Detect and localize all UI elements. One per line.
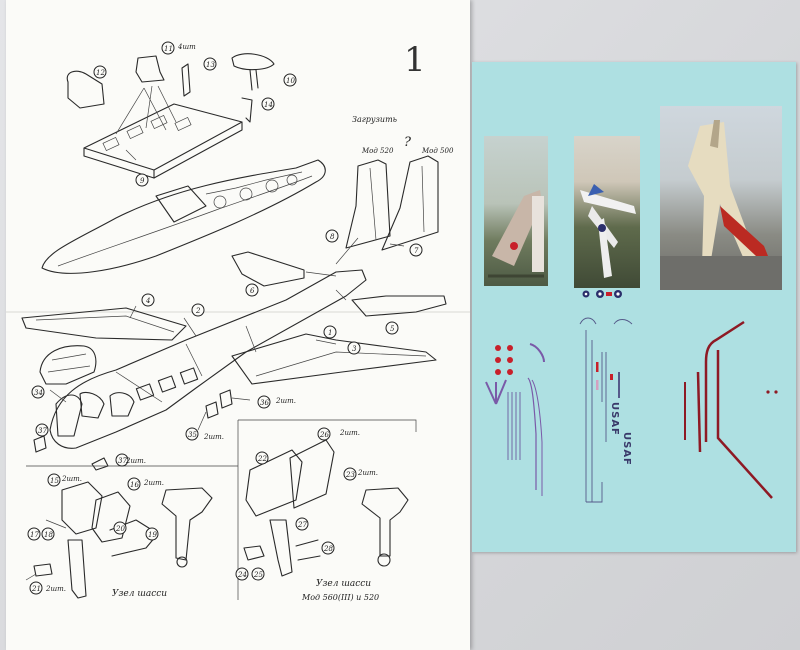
mod-520-note: Мод 520 — [362, 147, 394, 155]
svg-text:10: 10 — [286, 77, 295, 85]
svg-text:28: 28 — [323, 545, 333, 553]
svg-text:3: 3 — [352, 345, 357, 353]
svg-text:9: 9 — [140, 177, 145, 185]
svg-text:35: 35 — [188, 431, 197, 439]
svg-text:5: 5 — [390, 325, 395, 333]
cockpit-floor-drawing — [66, 53, 275, 179]
svg-text:1: 1 — [328, 329, 332, 337]
svg-text:23: 23 — [345, 471, 355, 479]
svg-text:18: 18 — [44, 531, 53, 539]
svg-text:19: 19 — [148, 531, 157, 539]
quantity-label-26: 2шт. — [340, 429, 360, 437]
assembly-drawing: 11 12 13 10 14 9 8 7 6 5 4 2 1 3 34 37 3… — [6, 41, 470, 600]
quantity-label-16: 2шт. — [144, 479, 164, 487]
quantity-label-36: 2шт. — [276, 397, 296, 405]
svg-text:12: 12 — [96, 69, 105, 77]
svg-text:20: 20 — [115, 525, 125, 533]
quantity-label-11: 4шт — [178, 43, 196, 51]
landing-gear-caption-2: Узел шасси — [316, 579, 372, 589]
mod-500-note: Мод 500 — [422, 147, 454, 155]
landing-gear-caption-3: Мод 560(III) и 520 — [302, 593, 380, 602]
svg-text:15: 15 — [50, 477, 59, 485]
svg-text:4: 4 — [145, 297, 150, 305]
page-number: 1 — [404, 40, 426, 80]
stabilizer-drawings — [231, 251, 447, 317]
tail-fin-drawings — [335, 155, 439, 265]
svg-text:25: 25 — [253, 571, 263, 579]
reference-photo-1 — [484, 136, 548, 286]
svg-text:37: 37 — [118, 457, 127, 465]
reference-photo-3 — [660, 106, 782, 290]
svg-text:26: 26 — [319, 431, 329, 439]
svg-text:2: 2 — [195, 307, 201, 315]
usaf-decal-1: USAF — [609, 402, 620, 436]
question-mark: ? — [404, 135, 411, 150]
svg-text:22: 22 — [257, 455, 267, 463]
svg-text:17: 17 — [30, 531, 39, 539]
usaf-decal-2: USAF — [621, 432, 632, 466]
svg-text:24: 24 — [237, 571, 247, 579]
quantity-label-35: 2шт. — [204, 433, 224, 441]
main-fuselage-drawing — [21, 269, 437, 471]
svg-text:11: 11 — [164, 45, 173, 53]
svg-text:37: 37 — [38, 427, 47, 435]
svg-text:7: 7 — [414, 247, 419, 255]
decal-sheet: USAF USAF — [472, 62, 796, 552]
quantity-label-21: 2шт. — [46, 585, 66, 593]
svg-text:36: 36 — [260, 399, 269, 407]
svg-text:34: 34 — [34, 389, 43, 397]
svg-text:8: 8 — [330, 233, 335, 241]
instruction-sheet: 11 12 13 10 14 9 8 7 6 5 4 2 1 3 34 37 3… — [6, 0, 470, 650]
svg-text:27: 27 — [297, 521, 307, 529]
quantity-label-37: 2шт. — [126, 457, 146, 465]
upper-fuselage-drawing — [41, 159, 326, 274]
landing-gear-drawings — [25, 419, 417, 600]
reference-photo-2 — [574, 136, 640, 288]
svg-text:14: 14 — [264, 101, 273, 109]
landing-gear-caption-1: Узел шасси — [112, 589, 168, 599]
svg-text:13: 13 — [206, 61, 215, 69]
quantity-label-15: 2шт. — [62, 475, 82, 483]
decal-markings — [485, 290, 778, 503]
part-callouts: 11 12 13 10 14 9 8 7 6 5 4 2 1 3 34 37 3… — [27, 41, 423, 595]
svg-text:21: 21 — [31, 585, 41, 593]
glue-note: Загрузить — [352, 115, 398, 124]
svg-text:16: 16 — [130, 481, 139, 489]
quantity-label-23: 2шт. — [358, 469, 378, 477]
svg-text:6: 6 — [250, 287, 255, 295]
